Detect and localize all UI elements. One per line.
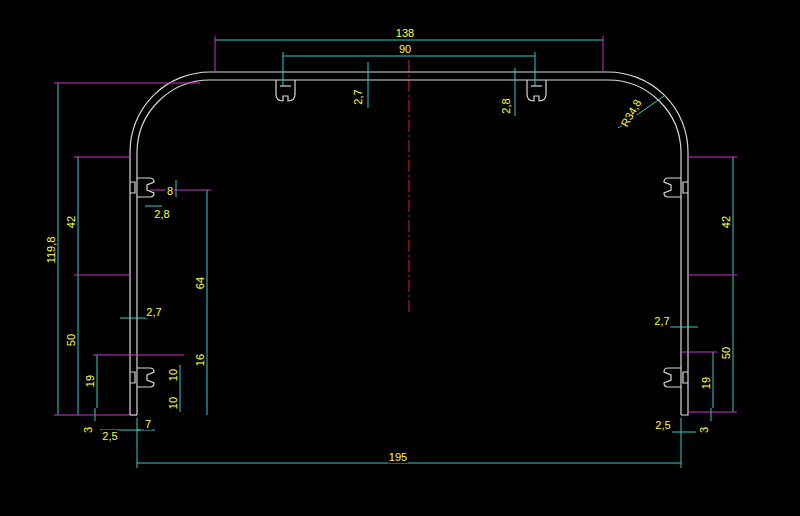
dimension-value: 8 <box>166 185 174 197</box>
dimension-value: 10 <box>167 396 179 410</box>
dimension-value: 2,8 <box>153 208 170 220</box>
dimension-value: 90 <box>398 43 412 55</box>
dimension-value: 7 <box>144 418 152 430</box>
dimension-value: 42 <box>65 215 77 229</box>
dimension-value: 2,7 <box>653 315 670 327</box>
dimension-value: 2,7 <box>145 306 162 318</box>
dimension-value: 195 <box>388 451 408 463</box>
dimension-value: 2,8 <box>500 97 512 114</box>
dimension-value: 19 <box>84 374 96 388</box>
dimension-value: 10 <box>167 368 179 382</box>
dimension-value: 2,5 <box>101 430 118 442</box>
dimension-value: 42 <box>720 215 732 229</box>
dimension-value: 2,5 <box>654 419 671 431</box>
dimension-value: 19 <box>700 376 712 390</box>
dimension-value: 2,7 <box>352 88 364 105</box>
dimension-value: 50 <box>720 346 732 360</box>
dimension-value: 119,8 <box>45 236 57 265</box>
dimension-value: 138 <box>395 27 415 39</box>
dimension-value: 3 <box>82 426 94 434</box>
dimension-value: 3 <box>698 426 710 434</box>
dimension-value: 64 <box>194 276 206 290</box>
dimension-value: 16 <box>194 353 206 367</box>
dimension-value: 50 <box>65 333 77 347</box>
